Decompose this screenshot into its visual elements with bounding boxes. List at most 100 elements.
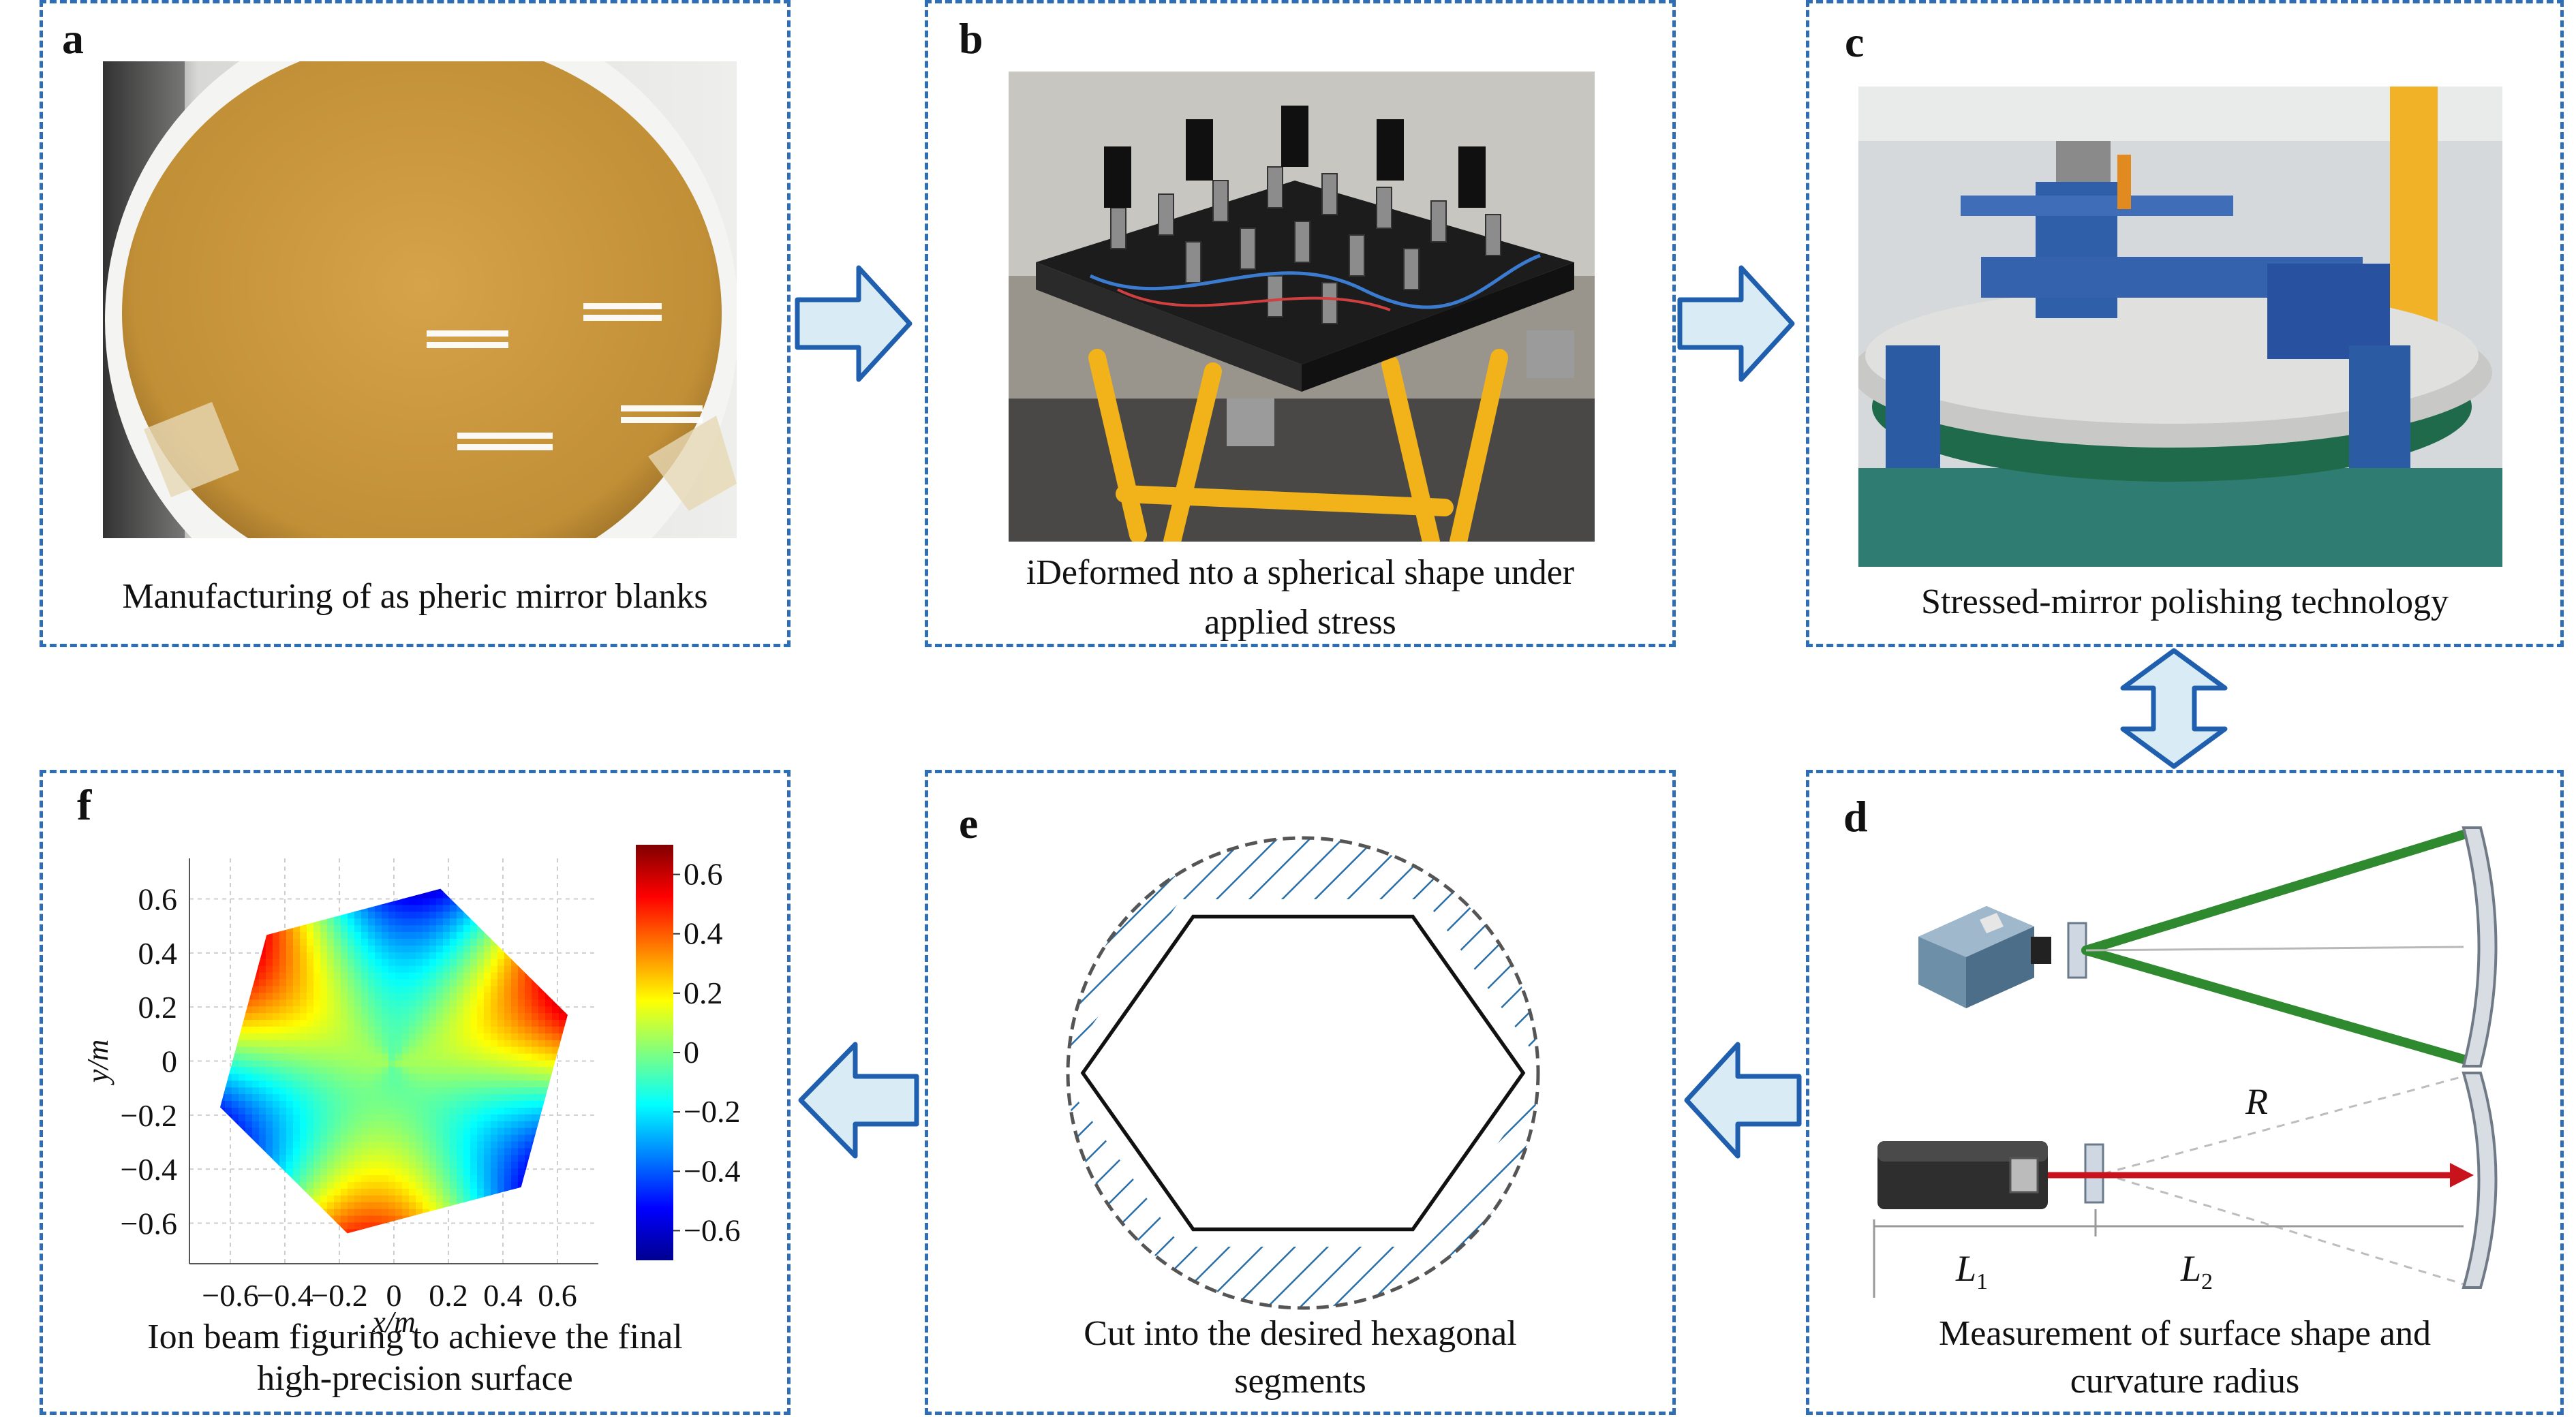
heatmap-cell: [313, 1187, 321, 1196]
heatmap-cell: [279, 911, 287, 919]
heatmap-cell: [443, 1025, 450, 1033]
heatmap-cell: [239, 1228, 246, 1234]
heatmap-cell: [225, 1134, 232, 1142]
heatmap-cell: [504, 1242, 512, 1249]
heatmap-cell: [354, 1019, 362, 1027]
heatmap-cell: [586, 931, 594, 939]
heatmap-cell: [545, 1059, 553, 1068]
heatmap-cell: [409, 965, 416, 973]
heatmap-cell: [232, 958, 239, 966]
heatmap-cell: [545, 1025, 553, 1033]
heatmap-cell: [354, 1181, 362, 1189]
heatmap-cell: [252, 904, 260, 912]
heatmap-cell: [286, 1249, 294, 1256]
heatmap-cell: [388, 1140, 396, 1149]
heatmap-cell: [450, 1106, 457, 1115]
heatmap-cell: [354, 1012, 362, 1021]
heatmap-cell: [545, 1053, 553, 1061]
heatmap-cell: [348, 1120, 355, 1128]
heatmap-cell: [348, 924, 355, 933]
heatmap-cell: [525, 1174, 532, 1183]
heatmap-cell: [259, 1154, 266, 1162]
heatmap-cell: [538, 1100, 546, 1108]
heatmap-cell: [532, 1087, 539, 1095]
heatmap-cell: [463, 1120, 471, 1128]
heatmap-cell: [579, 1093, 587, 1101]
heatmap-cell: [470, 877, 478, 885]
heatmap-cell: [266, 1120, 273, 1128]
heatmap-cell: [491, 1215, 498, 1223]
heatmap-cell: [245, 958, 253, 966]
heatmap-cell: [219, 924, 226, 933]
heatmap-cell: [497, 1059, 505, 1068]
heatmap-cell: [273, 1019, 280, 1027]
heatmap-cell: [409, 1242, 416, 1249]
heatmap-cell: [286, 1046, 294, 1054]
heatmap-cell: [286, 877, 294, 885]
heatmap-cell: [300, 1106, 307, 1115]
heatmap-cell: [334, 918, 341, 926]
heatmap-cell: [470, 1208, 478, 1216]
heatmap-cell: [259, 1032, 266, 1040]
heatmap-cell: [348, 1201, 355, 1209]
heatmap-cell: [354, 1100, 362, 1108]
heatmap-cell: [586, 924, 594, 932]
heatmap-cell: [457, 1080, 464, 1088]
heatmap-cell: [532, 971, 539, 980]
heatmap-cell: [477, 1087, 485, 1095]
heatmap-cell: [327, 1242, 335, 1249]
heatmap-cell: [552, 1208, 559, 1216]
heatmap-cell: [327, 1046, 335, 1054]
heatmap-cell: [416, 1100, 423, 1108]
heatmap-cell: [341, 1181, 348, 1189]
heatmap-cell: [266, 911, 273, 919]
heatmap-cell: [443, 1093, 450, 1102]
heatmap-cell: [470, 890, 478, 899]
photo-mirror-blank: [103, 61, 737, 538]
heatmap-cell: [579, 1202, 587, 1209]
heatmap-cell: [388, 864, 396, 871]
heatmap-cell: [566, 864, 573, 871]
heatmap-cell: [341, 1073, 348, 1081]
heatmap-cell: [198, 1100, 205, 1108]
heatmap-cell: [443, 904, 450, 912]
heatmap-cell: [204, 1174, 212, 1182]
heatmap-cell: [320, 1087, 328, 1095]
heatmap-cell: [511, 1053, 519, 1061]
heatmap-cell: [320, 1215, 328, 1223]
heatmap-cell: [395, 1161, 403, 1169]
heatmap-cell: [232, 864, 239, 871]
heatmap-cell: [484, 1161, 491, 1169]
heatmap-cell: [375, 1215, 382, 1223]
heatmap-cell: [334, 1012, 341, 1021]
heatmap-cell: [293, 938, 301, 946]
heatmap-cell: [259, 1127, 266, 1135]
heatmap-cell: [388, 951, 396, 959]
heatmap-cell: [552, 871, 559, 878]
heatmap-cell: [504, 1012, 512, 1021]
heatmap-cell: [552, 1093, 559, 1102]
heatmap-cell: [300, 1113, 307, 1121]
heatmap-cell: [436, 1019, 444, 1027]
heatmap-cell: [443, 1249, 450, 1256]
heatmap-cell: [293, 890, 301, 899]
heatmap-cell: [429, 931, 437, 939]
heatmap-cell: [307, 1249, 314, 1256]
heatmap-cell: [293, 1039, 301, 1047]
heatmap-cell: [586, 1242, 594, 1249]
heatmap-cell: [361, 1201, 369, 1209]
heatmap-cell: [307, 1106, 314, 1115]
heatmap-cell: [402, 1066, 410, 1074]
heatmap-cell: [402, 1140, 410, 1149]
heatmap-cell: [429, 1194, 437, 1202]
heatmap-cell: [245, 1053, 253, 1061]
heatmap-cell: [313, 864, 321, 871]
heatmap-cell: [225, 1127, 232, 1135]
bottom-mirror: [2462, 1072, 2498, 1289]
heatmap-cell: [211, 877, 219, 885]
heatmap-cell: [375, 1201, 382, 1209]
heatmap-cell: [348, 1249, 355, 1256]
heatmap-cell: [552, 999, 559, 1007]
heatmap-cell: [586, 1141, 594, 1149]
heatmap-cell: [300, 958, 307, 966]
